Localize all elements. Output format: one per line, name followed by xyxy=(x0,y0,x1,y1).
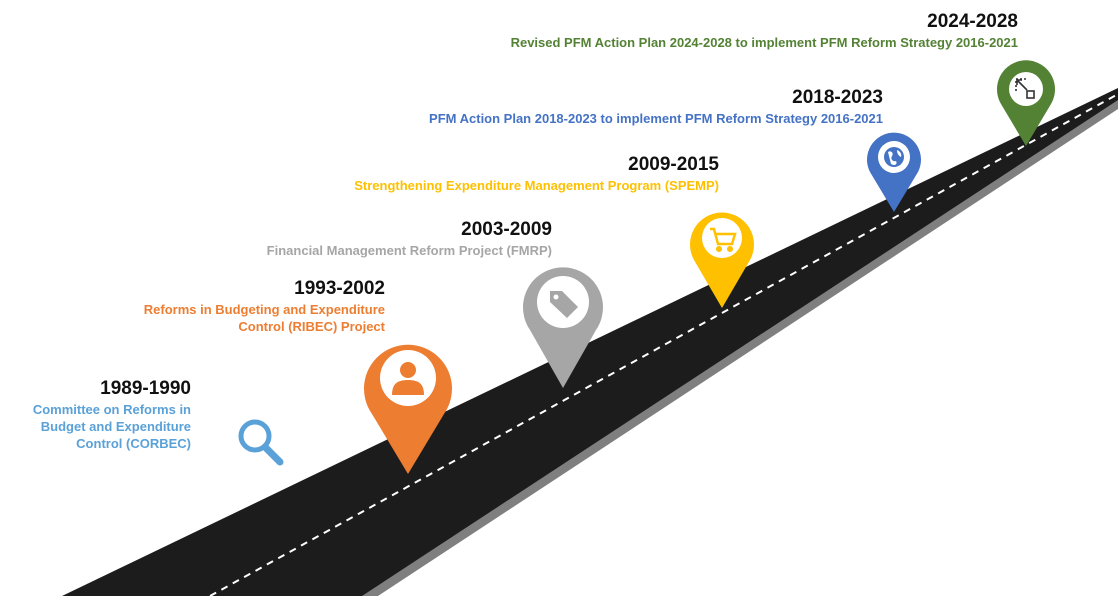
milestone-1-period: 1989-1990 xyxy=(100,378,191,399)
milestone-4-label: 2009-2015 Strengthening Expenditure Mana… xyxy=(354,153,719,194)
milestone-2-period: 1993-2002 xyxy=(294,278,385,299)
milestone-6-description-line: Revised PFM Action Plan 2024-2028 to imp… xyxy=(510,35,1018,50)
milestone-6-label: 2024-2028 Revised PFM Action Plan 2024-2… xyxy=(511,10,1018,51)
milestone-4-period: 2009-2015 xyxy=(628,154,719,175)
milestone-3-description: Financial Management Reform Project (FMR… xyxy=(267,242,552,259)
milestone-1-description: Committee on Reforms in Budget and Expen… xyxy=(33,401,191,452)
milestone-3-description-line: Financial Management Reform Project (FMR… xyxy=(266,243,552,258)
milestone-5-description: PFM Action Plan 2018-2023 to implement P… xyxy=(429,110,883,127)
milestone-5-label: 2018-2023 PFM Action Plan 2018-2023 to i… xyxy=(429,86,883,127)
milestone-4-description-line: Strengthening Expenditure Management Pro… xyxy=(354,178,719,193)
milestone-3-period: 2003-2009 xyxy=(461,219,552,240)
expand-icon xyxy=(1015,78,1035,99)
milestone-3-label: 2003-2009 Financial Management Reform Pr… xyxy=(267,218,552,259)
price-tag-icon xyxy=(550,291,578,318)
globe-icon xyxy=(884,147,904,167)
milestone-4-description: Strengthening Expenditure Management Pro… xyxy=(354,177,719,194)
milestone-6-description: Revised PFM Action Plan 2024-2028 to imp… xyxy=(511,34,1018,51)
milestone-2-description-line: Control (RIBEC) Project xyxy=(238,319,385,334)
milestone-6-period: 2024-2028 xyxy=(927,11,1018,32)
milestone-1-description-line: Budget and Expenditure xyxy=(40,419,191,434)
road-center-line xyxy=(209,93,1118,596)
shopping-cart-icon xyxy=(710,227,737,253)
person-icon xyxy=(392,362,424,395)
milestone-5-period: 2018-2023 xyxy=(792,87,883,108)
milestone-2-description-line: Reforms in Budgeting and Expenditure xyxy=(143,302,385,317)
milestone-1-description-line: Committee on Reforms in xyxy=(32,402,191,417)
milestone-2-description: Reforms in Budgeting and Expenditure Con… xyxy=(144,301,385,335)
milestone-5-description-line: PFM Action Plan 2018-2023 to implement P… xyxy=(429,111,883,126)
milestone-1-description-line: Control (CORBEC) xyxy=(76,436,191,451)
milestone-1-label: 1989-1990 Committee on Reforms in Budget… xyxy=(33,377,191,452)
milestone-2-label: 1993-2002 Reforms in Budgeting and Expen… xyxy=(144,277,385,335)
road-surface xyxy=(62,88,1118,596)
